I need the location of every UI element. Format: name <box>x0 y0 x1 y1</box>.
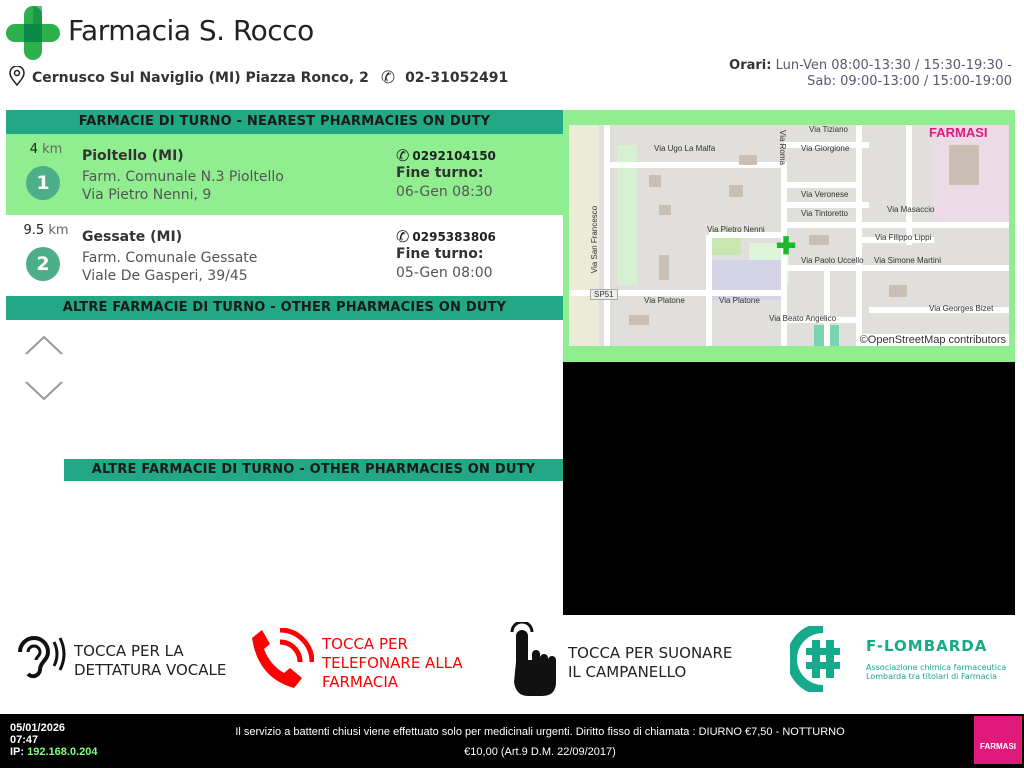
end-shift-label: Fine turno: <box>396 165 484 181</box>
ring-bell-label: TOCCA PER SUONARE IL CAMPANELLO <box>568 643 733 681</box>
phone-call-icon <box>248 627 315 699</box>
call-pharmacy-label: TOCCA PER TELEFONARE ALLA FARMACIA <box>322 635 463 691</box>
pharmacy-location-cross-icon: ✚ <box>776 233 797 260</box>
touch-hand-icon <box>508 620 560 703</box>
street-label: Via Veronese <box>801 190 849 199</box>
street-label: Via Platone <box>719 296 760 305</box>
pharmacy-address: Cernusco Sul Naviglio (MI) Piazza Ronco,… <box>8 65 509 90</box>
rank-badge: 1 <box>26 166 60 200</box>
scroll-up-chevron-icon[interactable] <box>24 334 64 360</box>
end-shift-value: 06-Gen 08:30 <box>396 184 493 200</box>
address-text: Cernusco Sul Naviglio (MI) Piazza Ronco,… <box>32 70 369 86</box>
map-attribution[interactable]: ©OpenStreetMap contributors <box>856 334 1009 346</box>
phone-icon: ✆ <box>396 146 410 165</box>
pharmacy-phone[interactable]: 0292104150 <box>412 148 496 163</box>
service-notice: Il servizio a battenti chiusi viene effe… <box>235 726 845 738</box>
street-label: Via Filippo Lippi <box>875 233 932 242</box>
distance: 9.5 <box>23 223 45 238</box>
rank-badge: 2 <box>26 247 60 281</box>
map[interactable]: Via Ugo La Malfa Via Giorgione Via Veron… <box>569 125 1009 346</box>
distance-unit: km <box>48 223 69 238</box>
map-brand-logo: FARMASI <box>929 125 988 140</box>
other-section-header-2: ALTRE FARMACIE DI TURNO - OTHER PHARMACI… <box>64 459 563 481</box>
street-label: Via Roma <box>777 130 787 165</box>
distance-unit: km <box>42 142 63 157</box>
street-label: Via Georges Bizet <box>929 304 994 313</box>
partner-subtitle: Associazione chimica farmaceutica <box>866 663 1007 672</box>
location-pin-icon <box>8 65 26 90</box>
current-date: 05/01/2026 <box>10 722 66 734</box>
ring-bell-button[interactable]: TOCCA PER SUONARE IL CAMPANELLO <box>508 620 748 703</box>
street-label: Via San Francesco <box>590 205 600 274</box>
end-shift-value: 05-Gen 08:00 <box>396 265 493 281</box>
pharmacy-row[interactable]: 9.5 km 2 Gessate (MI) Farm. Comunale Ges… <box>6 215 563 296</box>
nearest-section-header: FARMACIE DI TURNO - NEAREST PHARMACIES O… <box>6 110 563 134</box>
pharmacy-name: Farm. Comunale N.3 Pioltello <box>82 169 284 185</box>
ear-icon <box>10 630 66 691</box>
street-label: Via Paolo Uccello <box>801 256 864 265</box>
ip-label: IP: <box>10 746 25 758</box>
pharmacy-street: Viale De Gasperi, 39/45 <box>82 268 248 284</box>
farmasi-footer-logo: FARMASI <box>974 716 1022 764</box>
call-pharmacy-button[interactable]: TOCCA PER TELEFONARE ALLA FARMACIA <box>248 627 482 699</box>
map-labels: Via Ugo La Malfa Via Giorgione Via Veron… <box>569 125 1009 346</box>
partner-subtitle: Lombarda tra titolari di Farmacia <box>866 672 998 681</box>
voice-dictation-button[interactable]: TOCCA PER LA DETTATURA VOCALE <box>10 630 244 691</box>
street-label: Via Platone <box>644 296 685 305</box>
opening-hours: Orari: Lun-Ven 08:00-13:30 / 15:30-19:30… <box>729 58 1012 90</box>
pharmacy-logo-cross-icon <box>6 6 60 64</box>
street-label: Via Masaccio <box>887 205 935 214</box>
pharmacy-phone[interactable]: 02-31052491 <box>405 70 509 86</box>
street-label: Via Giorgione <box>801 144 850 153</box>
other-section-header: ALTRE FARMACIE DI TURNO - OTHER PHARMACI… <box>6 296 563 320</box>
hours-weekdays: Lun-Ven 08:00-13:30 / 15:30-19:30 - <box>775 58 1012 73</box>
footer: 05/01/2026 07:47 IP: 192.168.0.204 Il se… <box>0 714 1024 768</box>
street-label: Via Ugo La Malfa <box>654 144 716 153</box>
street-label: Via Tintoretto <box>801 209 848 218</box>
pharmacy-city: Pioltello (MI) <box>82 148 184 164</box>
pharmacy-title: Farmacia S. Rocco <box>68 14 314 47</box>
street-label: Via Tiziano <box>809 125 848 134</box>
phone-icon: ✆ <box>380 68 396 88</box>
end-shift-label: Fine turno: <box>396 246 484 262</box>
hours-label: Orari: <box>729 58 772 73</box>
street-label: Via Simone Martini <box>874 256 941 265</box>
f-lombarda-logo: F-LOMBARDA Associazione chimica farmaceu… <box>790 626 1006 692</box>
distance: 4 <box>29 142 38 157</box>
f-lombarda-emblem-icon <box>790 626 840 692</box>
current-time: 07:47 <box>10 734 39 746</box>
pharmacy-city: Gessate (MI) <box>82 229 183 245</box>
street-label: Via Beato Angelico <box>769 314 837 323</box>
pharmacy-row[interactable]: 4 km 1 Pioltello (MI) Farm. Comunale N.3… <box>6 134 563 215</box>
service-notice-fee: €10,00 (Art.9 D.M. 22/09/2017) <box>464 746 616 758</box>
road-shield: SP51 <box>590 289 618 300</box>
video-area <box>563 362 1015 615</box>
phone-icon: ✆ <box>396 227 410 246</box>
hours-saturday: Sab: 09:00-13:00 / 15:00-19:00 <box>807 74 1012 89</box>
partner-name: F-LOMBARDA <box>866 637 988 655</box>
pharmacy-phone[interactable]: 0295383806 <box>412 229 496 244</box>
street-label: Via Pietro Nenni <box>707 225 765 234</box>
scroll-down-chevron-icon[interactable] <box>24 380 64 406</box>
voice-dictation-label: TOCCA PER LA DETTATURA VOCALE <box>74 641 227 679</box>
pharmacy-name: Farm. Comunale Gessate <box>82 250 258 266</box>
ip-address: 192.168.0.204 <box>27 746 98 758</box>
pharmacy-street: Via Pietro Nenni, 9 <box>82 187 212 203</box>
map-streets <box>569 125 1009 346</box>
